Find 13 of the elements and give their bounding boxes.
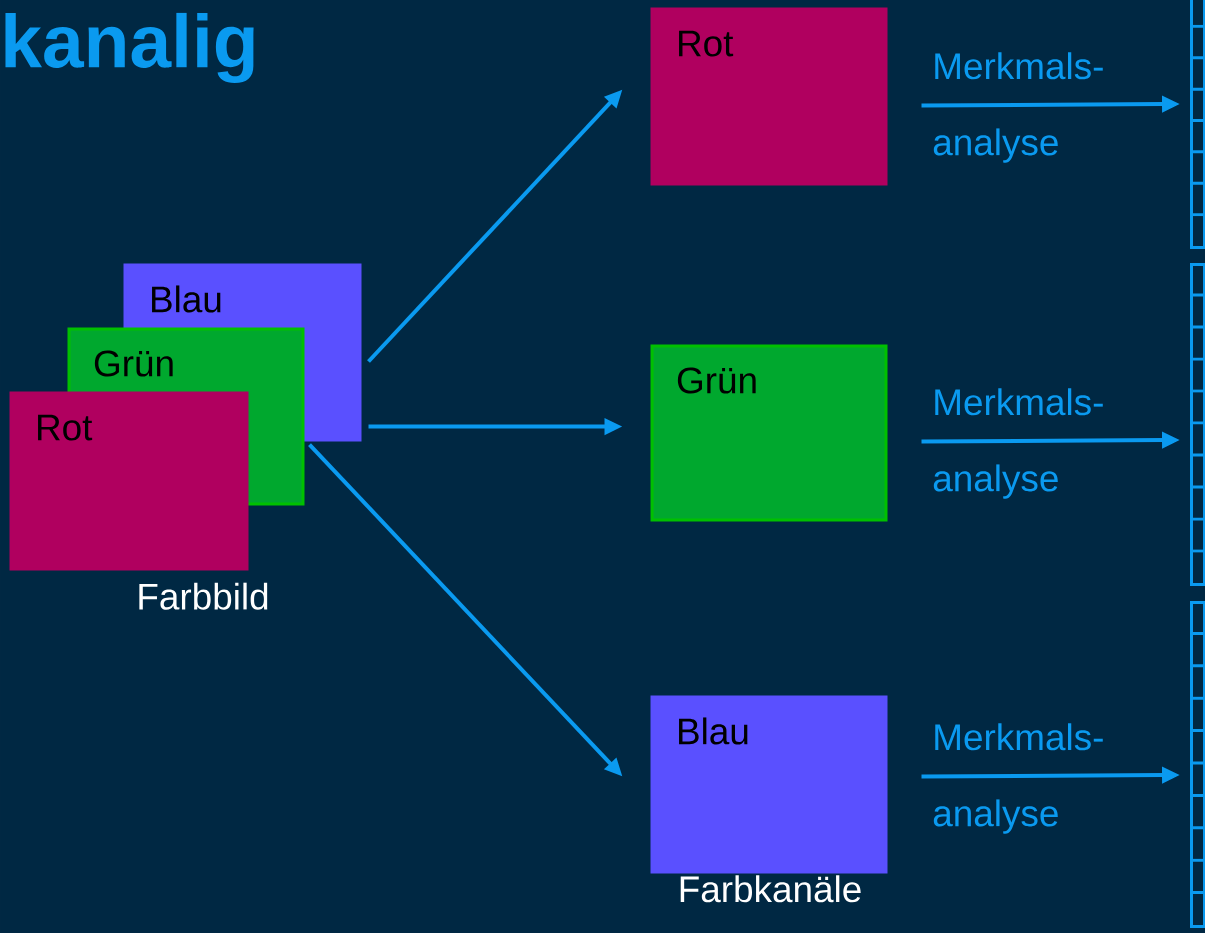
feature-vector-box [1190, 601, 1205, 928]
feature-vector-box [1190, 0, 1205, 249]
channel-box: Blau [650, 695, 888, 874]
edge-label: Merkmals- analyse [933, 52, 1103, 163]
edge-label: Merkmals- analyse [933, 388, 1103, 499]
feature-vector-box [1190, 263, 1205, 586]
title: kanalig [5, 12, 254, 84]
edge-label: Merkmals- analyse [933, 723, 1103, 834]
channel-box: Rot [650, 7, 888, 186]
node-label: Farbkanäle [680, 875, 861, 903]
channel-box: Grün [650, 344, 888, 522]
channel-box: Rot [9, 391, 249, 571]
caption: Farbbild [139, 582, 268, 610]
